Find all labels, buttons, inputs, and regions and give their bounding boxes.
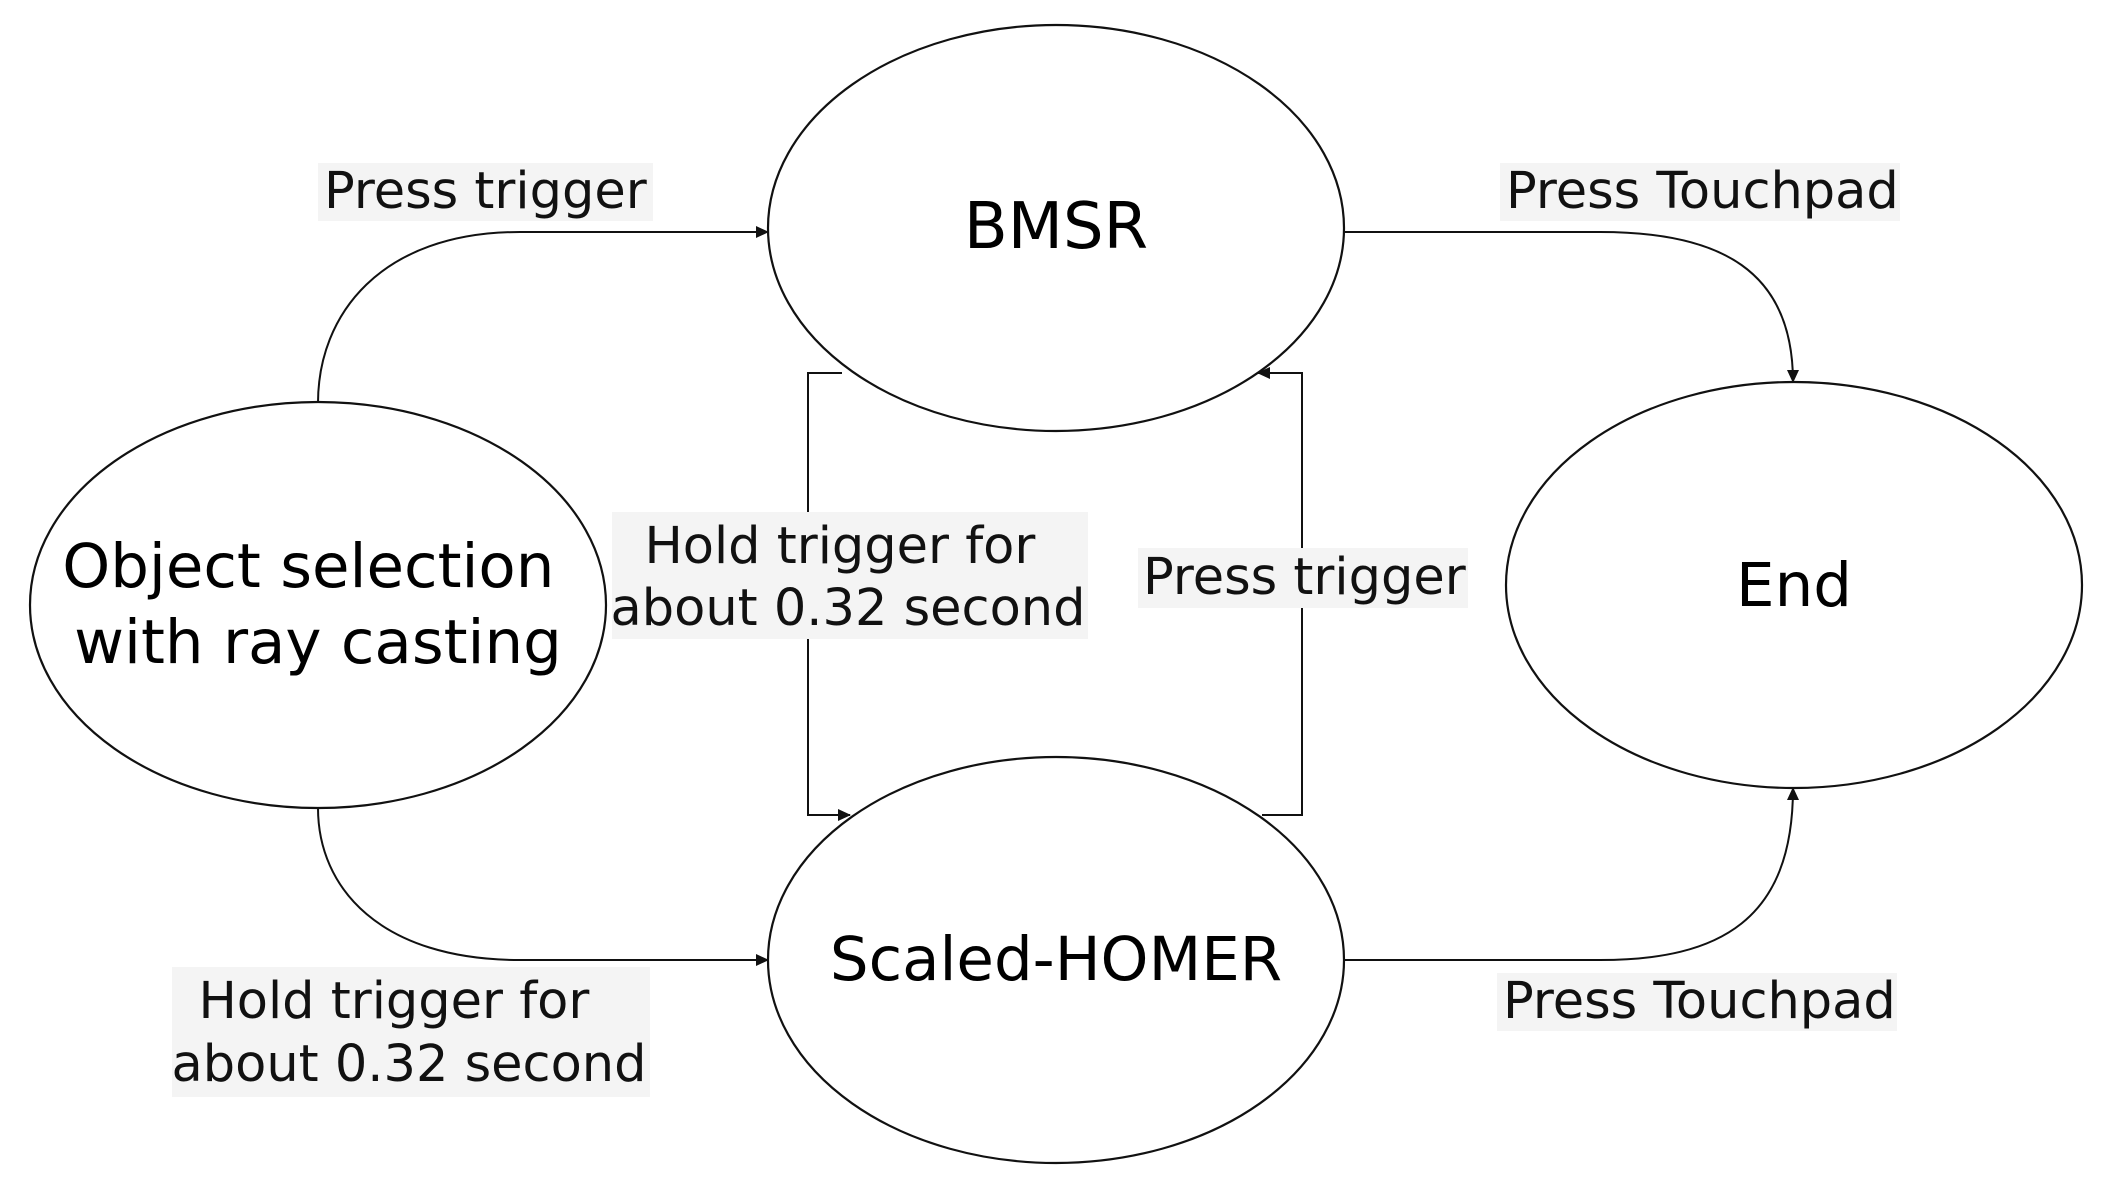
node-object-selection: Object selection with ray casting (28, 400, 608, 810)
label-scaled-homer-to-bmsr: Press trigger (1138, 548, 1468, 608)
edge-start-to-scaled-homer (317, 807, 769, 966)
svg-text:Press trigger: Press trigger (324, 162, 647, 221)
node-bmsr: BMSR (766, 23, 1346, 433)
svg-text:Hold trigger for about 0: Hold trigger for about 0.32 second (171, 972, 646, 1094)
node-bmsr-label: BMSR (964, 190, 1148, 264)
svg-text:Press Touchpad: Press Touchpad (1503, 972, 1896, 1031)
label-bmsr-to-end: Press Touchpad (1500, 162, 1900, 221)
node-scaled-homer: Scaled-HOMER (766, 755, 1346, 1165)
label-start-to-scaled-homer: Hold trigger for about 0.32 second (171, 967, 650, 1097)
edge-scaled-homer-to-end (1344, 787, 1799, 961)
svg-text:Press trigger: Press trigger (1143, 548, 1466, 607)
node-scaled-homer-label: Scaled-HOMER (830, 924, 1282, 995)
svg-text:Press Touchpad: Press Touchpad (1506, 162, 1899, 221)
node-object-selection-label: Object selection with ray casting (62, 531, 574, 678)
label-bmsr-to-scaled-homer: Hold trigger for about 0.32 second (610, 512, 1088, 639)
label-start-to-bmsr: Press trigger (318, 162, 653, 221)
node-end: End (1504, 380, 2084, 790)
edge-start-to-bmsr (317, 226, 769, 404)
label-scaled-homer-to-end: Press Touchpad (1497, 972, 1897, 1031)
node-end-label: End (1736, 550, 1852, 621)
svg-text:Hold trigger for about 0: Hold trigger for about 0.32 second (610, 517, 1085, 638)
edge-bmsr-to-end (1344, 231, 1799, 383)
